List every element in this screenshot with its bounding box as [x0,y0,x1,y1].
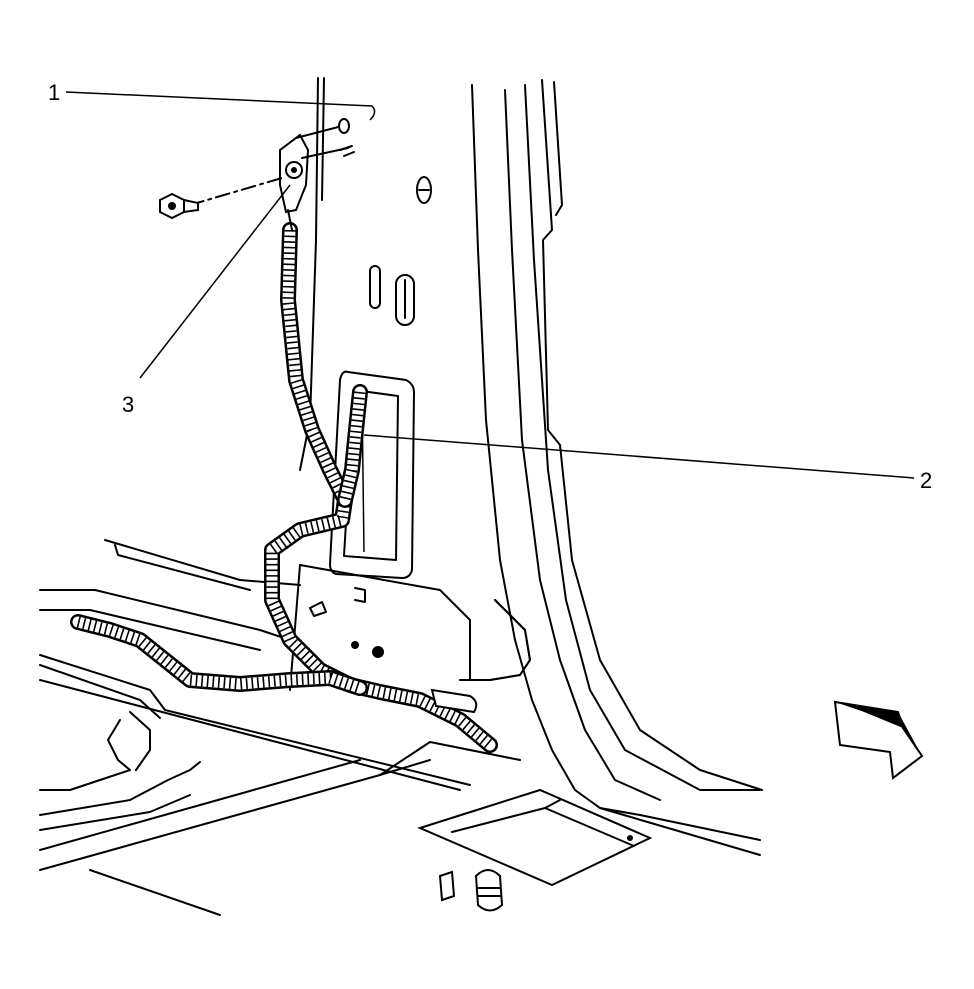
wiring-harness [70,222,531,753]
callout-2: 2 [920,468,932,493]
pillar-slot [369,265,381,309]
floor-sill [39,539,761,916]
pillar-base [289,564,471,691]
bolt-icon [159,177,283,220]
harness-connector [430,688,478,714]
view-direction-arrow-icon [833,700,924,780]
access-opening [328,370,416,580]
callout-1: 1 [48,80,60,105]
push-pin-clip-icon [438,869,504,912]
callout-3: 3 [122,392,134,417]
ground-terminal [279,118,355,231]
leader-lines [65,91,915,479]
floor-cover-plate [417,788,653,887]
body-pillar [299,77,763,816]
